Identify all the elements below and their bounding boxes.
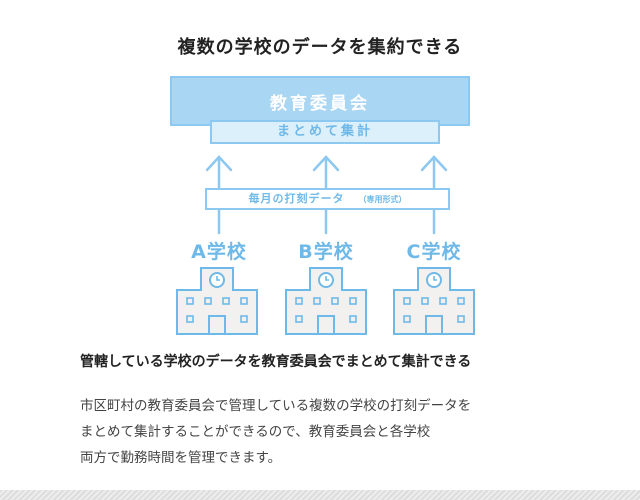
footer-divider — [0, 490, 640, 500]
section-subtitle: 管轄している学校のデータを教育委員会でまとめて集計できる — [80, 354, 472, 370]
description: 市区町村の教育委員会で管理している複数の学校の打刻データを まとめて集計すること… — [80, 393, 580, 471]
school-b-label: B学校 — [298, 241, 354, 263]
data-label: 毎月の打刻データ — [248, 192, 345, 205]
school-c-label: C学校 — [406, 241, 462, 263]
school-building-icon — [393, 267, 475, 335]
description-line: まとめて集計することができるので、教育委員会と各学校 — [80, 424, 431, 440]
summary-box: まとめて集計 — [210, 120, 440, 144]
data-note: （専用形式） — [358, 195, 407, 204]
school-building-icon — [285, 267, 367, 335]
page-title: 複数の学校のデータを集約できる — [177, 37, 463, 58]
school-building-icon — [176, 267, 258, 335]
monthly-data-box: 毎月の打刻データ （専用形式） — [205, 188, 450, 210]
description-line: 市区町村の教育委員会で管理している複数の学校の打刻データを — [80, 398, 472, 414]
description-line: 両方で勤務時間を管理できます。 — [80, 450, 282, 466]
school-a-label: A学校 — [191, 241, 247, 263]
